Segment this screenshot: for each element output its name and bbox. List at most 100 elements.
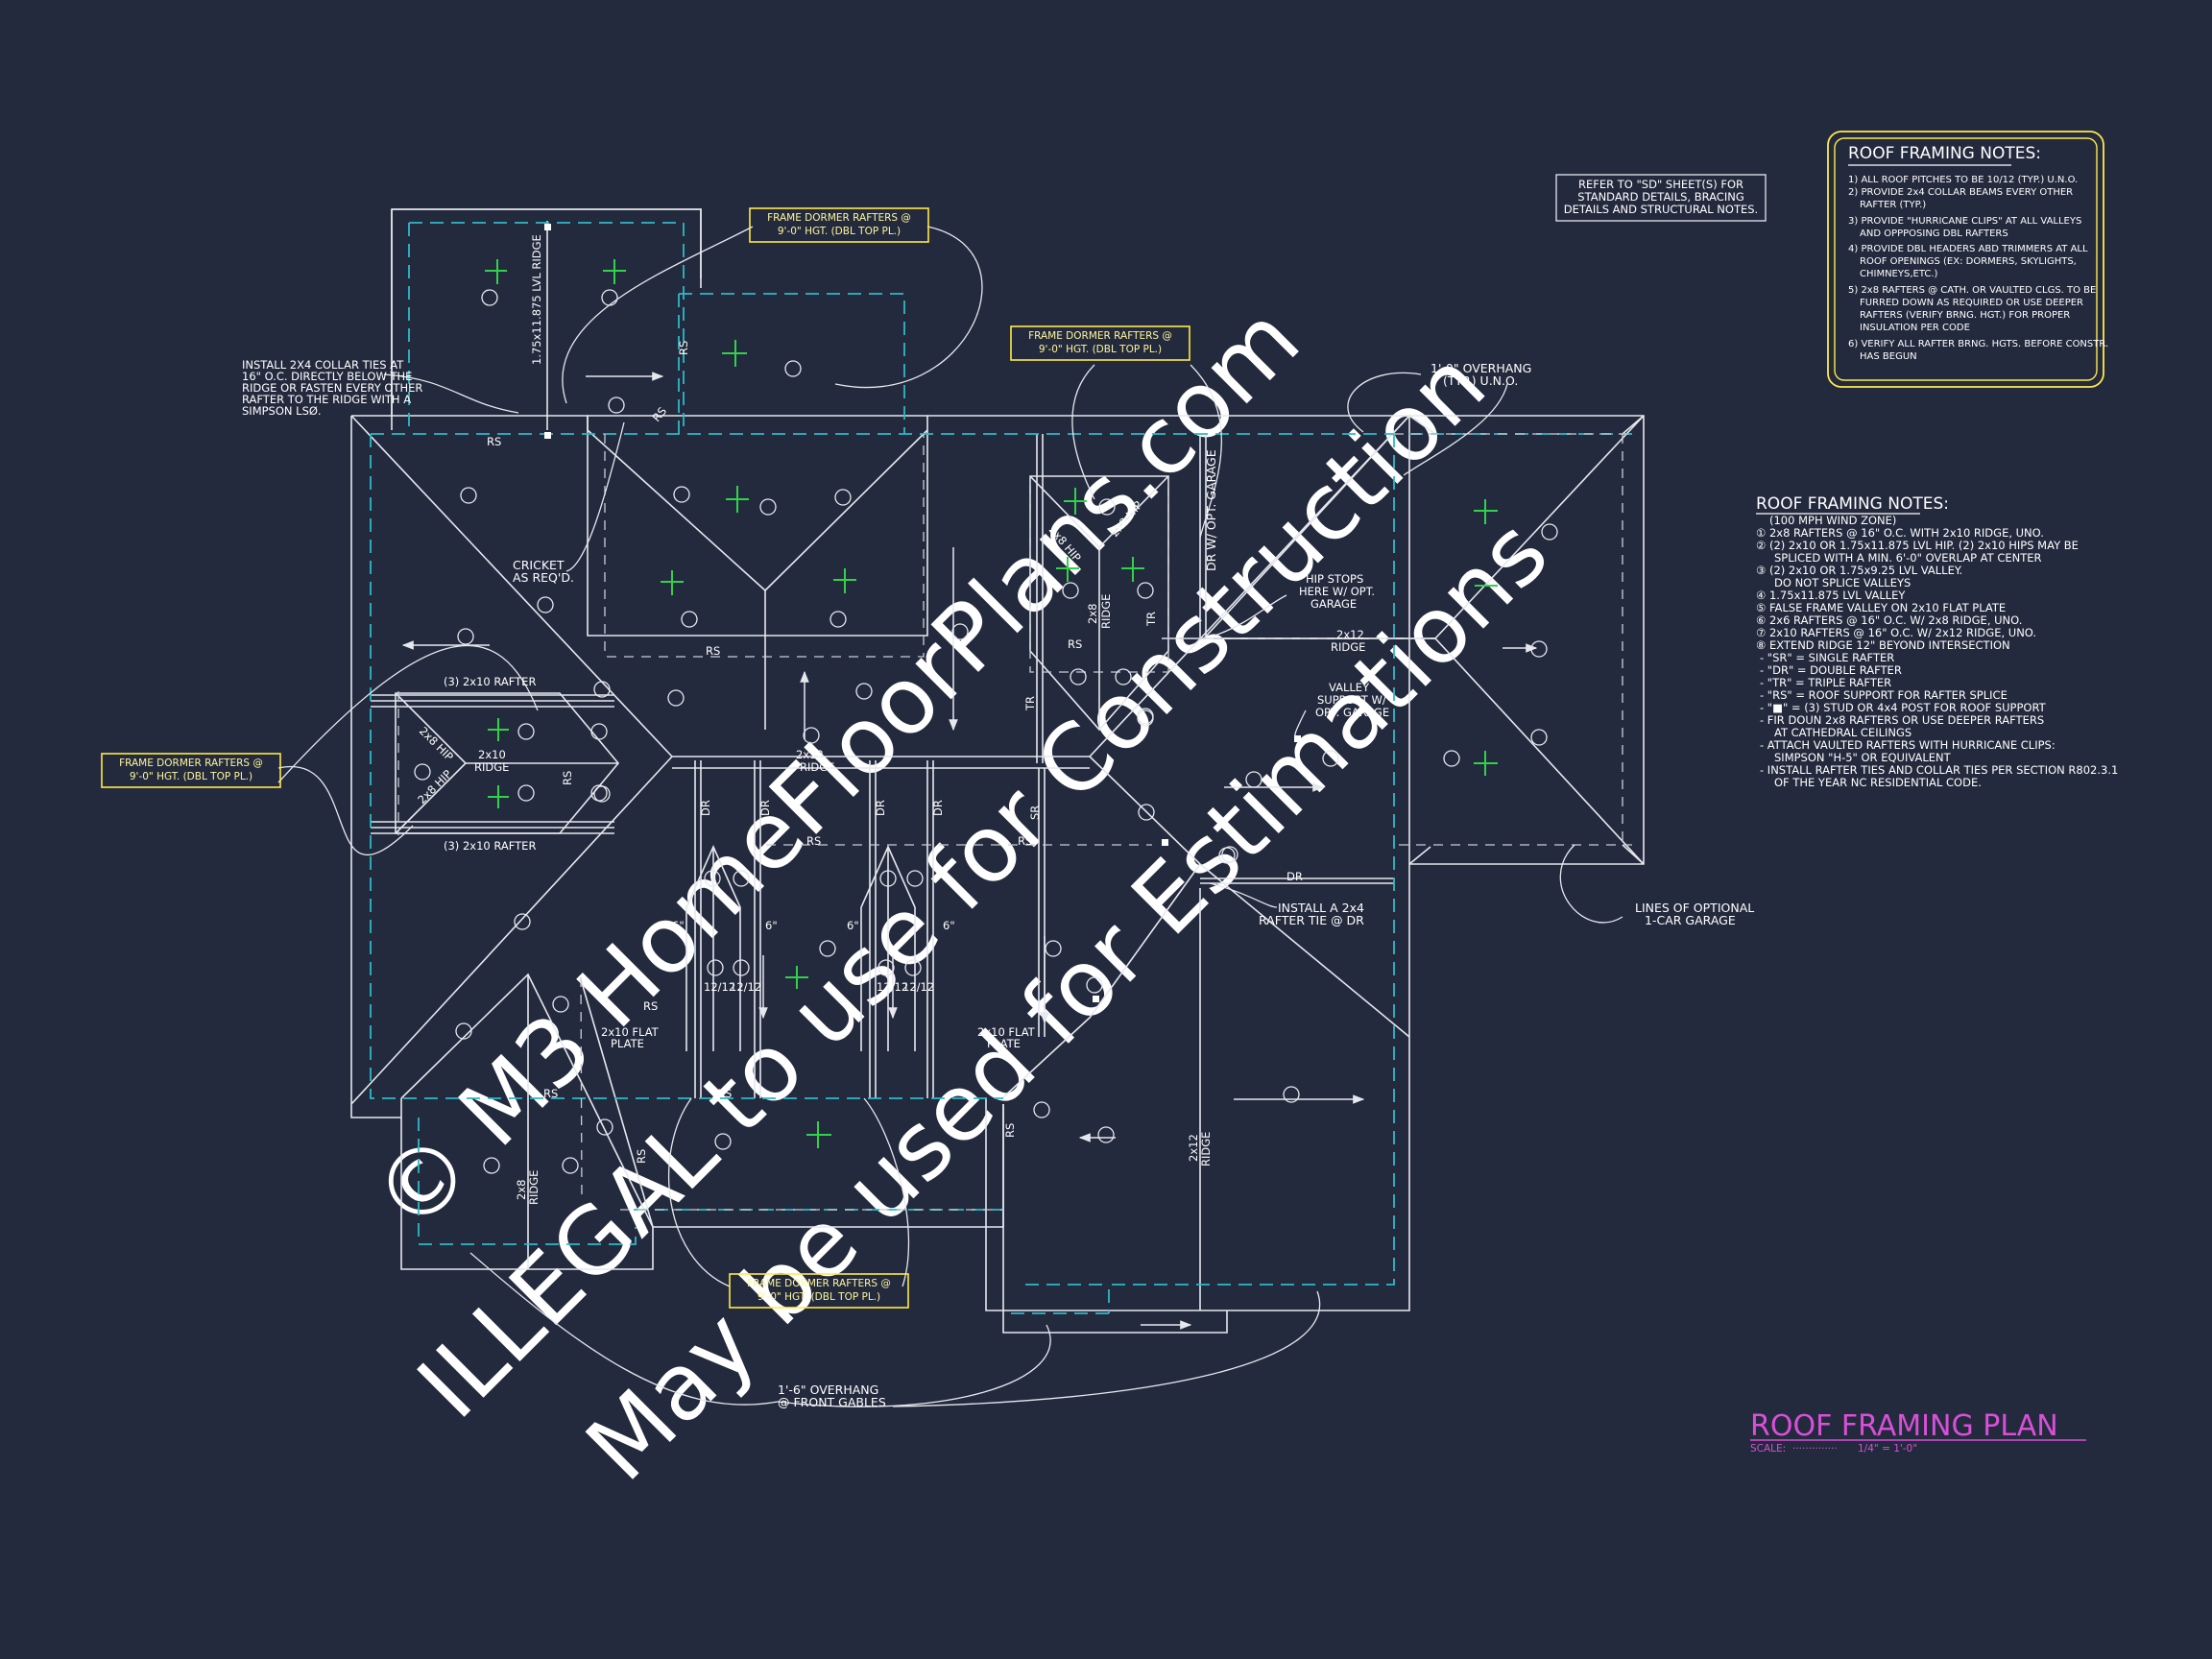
dormer-tag-left-line-1: FRAME DORMER RAFTERS @: [119, 757, 263, 769]
notes-box-line-14: HAS BEGUN: [1860, 351, 1917, 362]
dr-label-5: DR: [1286, 870, 1303, 883]
notes-list-line-14: - "TR" = TRIPLE RAFTER: [1760, 676, 1891, 689]
flat-plate-left-line-1: 2x10 FLAT: [601, 1025, 660, 1039]
notes-list-line-19: - ATTACH VAULTED RAFTERS WITH HURRICANE …: [1760, 738, 2056, 752]
cricket-line-2: AS REQ'D.: [513, 570, 574, 585]
rs-label-11: RS: [561, 771, 574, 785]
notes-list-line-7: ④ 1.75x11.875 LVL VALLEY: [1756, 589, 1906, 602]
valley-support-line-1: VALLEY: [1329, 681, 1370, 694]
notes-list-line-5: ③ (2) 2x10 OR 1.75x9.25 LVL VALLEY.: [1756, 564, 1962, 577]
collar-note-line-3: RIDGE OR FASTEN EVERY OTHER: [242, 381, 422, 395]
notes-list-line-4: SPLICED WITH A MIN. 6'-0" OVERLAP AT CEN…: [1774, 551, 2042, 565]
dormer-tag-right-line-2: 9'-0" HGT. (DBL TOP PL.): [1039, 344, 1162, 355]
overhang-typ-line-1: 1'-0" OVERHANG: [1431, 361, 1531, 375]
hip-2x8-c: 2x8 HIP: [417, 724, 456, 763]
refer-note: REFER TO "SD" SHEET(S) FOR STANDARD DETA…: [1555, 174, 1767, 222]
notes-list-line-8: ⑤ FALSE FRAME VALLEY ON 2x10 FLAT PLATE: [1756, 601, 2006, 614]
hip-stops-line-3: GARAGE: [1310, 597, 1357, 611]
rs-label-2: RS: [706, 644, 720, 658]
rs-label-10: RS: [650, 404, 670, 424]
dim-6in-a: 6": [672, 919, 685, 932]
dormer-tag-top: FRAME DORMER RAFTERS @ 9'-0" HGT. (DBL T…: [749, 207, 929, 243]
notes-box-line-12: INSULATION PER CODE: [1860, 323, 1970, 333]
support-posts: [544, 224, 1301, 1002]
notes-box-line-8: CHIMNEYS,ETC.): [1860, 269, 1938, 279]
lvl-ridge-label: 1.75x11.875 LVL RIDGE: [530, 234, 543, 365]
hidden-lines: [397, 433, 1632, 1211]
flat-plate-left-line-2: PLATE: [611, 1037, 644, 1050]
rs-label-7: RS: [717, 1087, 732, 1100]
rs-label-3: RS: [806, 834, 821, 848]
title-block: ROOF FRAMING PLAN SCALE: ·············· …: [1750, 1409, 2086, 1455]
dormer-tag-right-line-1: FRAME DORMER RAFTERS @: [1028, 330, 1172, 342]
pitch-12-12-d: 12/12: [902, 980, 934, 994]
hip-stops-line-2: HERE W/ OPT.: [1299, 585, 1375, 598]
plan-title: ROOF FRAMING PLAN: [1750, 1409, 2058, 1443]
scale-value: 1/4" = 1'-0": [1858, 1443, 1917, 1455]
notes-box-line-9: 5) 2x8 RAFTERS @ CATH. OR VAULTED CLGS. …: [1848, 285, 2096, 296]
collar-note-line-1: INSTALL 2X4 COLLAR TIES AT: [242, 358, 404, 372]
notes-box-line-13: 6) VERIFY ALL RAFTER BRNG. HGTS. BEFORE …: [1848, 339, 2108, 349]
notes-list-line-13: - "DR" = DOUBLE RAFTER: [1760, 663, 1902, 677]
rs-label-5: RS: [643, 999, 658, 1013]
ridge-2x10-bottom: RIDGE: [474, 760, 509, 774]
dim-6in-d: 6": [943, 919, 955, 932]
dormer-tag-left-line-2: 9'-0" HGT. (DBL TOP PL.): [130, 771, 252, 782]
notes-list-line-2: ① 2x8 RAFTERS @ 16" O.C. WITH 2x10 RIDGE…: [1756, 526, 2044, 540]
notes-list-line-11: ⑧ EXTEND RIDGE 12" BEYOND INTERSECTION: [1756, 638, 2010, 652]
overhang-typ-line-2: (TYP.) U.N.O.: [1443, 373, 1518, 388]
notes-box-line-4: 3) PROVIDE "HURRICANE CLIPS" AT ALL VALL…: [1848, 216, 2081, 227]
valley-support-line-3: OPT. GARAGE: [1315, 706, 1389, 719]
pitch-12-12-c: 12/12: [877, 980, 908, 994]
notes-box-line-3: RAFTER (TYP.): [1860, 200, 1926, 210]
hip-stops-line-1: HIP STOPS: [1306, 572, 1363, 586]
dormer-tag-right: FRAME DORMER RAFTERS @ 9'-0" HGT. (DBL T…: [1010, 325, 1190, 361]
notes-box: ROOF FRAMING NOTES: 1) ALL ROOF PITCHES …: [1827, 131, 2108, 388]
dormer-tag-left: FRAME DORMER RAFTERS @ 9'-0" HGT. (DBL T…: [101, 753, 281, 788]
tr-label-2: TR: [1144, 612, 1158, 627]
watermark-line-2: ILLEGAL to use for Construction: [397, 330, 1506, 1439]
ridge-2x12-rear-a: 2x12: [1187, 1134, 1200, 1162]
notes-list-title: ROOF FRAMING NOTES:: [1756, 494, 1949, 514]
dormer-tag-top-line-2: 9'-0" HGT. (DBL TOP PL.): [778, 226, 901, 237]
valley-support-line-2: SUPPORT W/: [1317, 693, 1386, 707]
notes-box-line-7: ROOF OPENINGS (EX: DORMERS, SKYLIGHTS,: [1860, 256, 2077, 267]
notes-list-line-21: - INSTALL RAFTER TIES AND COLLAR TIES PE…: [1760, 763, 2118, 777]
leader-lines: [277, 226, 1623, 1407]
notes-list: ROOF FRAMING NOTES: (100 MPH WIND ZONE) …: [1756, 494, 2118, 789]
notes-list-line-22: OF THE YEAR NC RESIDENTIAL CODE.: [1774, 776, 1982, 789]
rafter-arrows: [401, 372, 1538, 1330]
refer-note-line-1: REFER TO "SD" SHEET(S) FOR: [1578, 178, 1743, 191]
optional-garage-line-2: 1-CAR GARAGE: [1645, 913, 1736, 927]
rs-label-8: RS: [1068, 637, 1082, 651]
notes-list-line-12: - "SR" = SINGLE RAFTER: [1760, 651, 1894, 664]
notes-list-line-20: SIMPSON "H-5" OR EQUIVALENT: [1774, 751, 1952, 764]
notes-list-line-16: - "■" = (3) STUD OR 4x4 POST FOR ROOF SU…: [1760, 701, 2047, 714]
rs-label-13: RS: [1003, 1123, 1017, 1138]
rafter-tie-line-1: INSTALL A 2x4: [1278, 901, 1364, 915]
notes-box-line-6: 4) PROVIDE DBL HEADERS ABD TRIMMERS AT A…: [1848, 244, 2088, 254]
ridge-2x8-right-a: 2x8: [1086, 604, 1099, 624]
hip-2x8-d: 2x8 HIP: [415, 767, 454, 806]
notes-box-line-11: RAFTERS (VERIFY BRNG. HGT.) FOR PROPER: [1860, 310, 2070, 321]
notes-list-line-1: (100 MPH WIND ZONE): [1769, 514, 1896, 527]
collar-note-line-2: 16" O.C. DIRECTLY BELOW THE: [242, 370, 412, 383]
dormer-tag-bottom-line-1: FRAME DORMER RAFTERS @: [747, 1278, 891, 1289]
flat-plate-right-line-2: PLATE: [987, 1037, 1021, 1050]
optional-garage-line-1: LINES OF OPTIONAL: [1635, 901, 1754, 915]
wall-lines: [370, 222, 1632, 1314]
roof-outline: [350, 208, 1645, 1334]
pitch-symbols: [485, 259, 1498, 1148]
ridge-2x8-left-b: RIDGE: [527, 1170, 541, 1205]
rafter-3-top: (3) 2x10 RAFTER: [444, 675, 536, 688]
ridge-2x8-right-b: RIDGE: [1099, 594, 1113, 629]
dr-label-4: DR: [931, 800, 945, 816]
rafter-3-bottom: (3) 2x10 RAFTER: [444, 839, 536, 853]
rs-label-9: RS: [677, 341, 690, 355]
notes-box-line-2: 2) PROVIDE 2x4 COLLAR BEAMS EVERY OTHER: [1848, 187, 2073, 198]
notes-box-title: ROOF FRAMING NOTES:: [1848, 144, 2041, 163]
ridge-2x12-rear-b: RIDGE: [1199, 1132, 1213, 1166]
dr-label-3: DR: [874, 800, 887, 816]
flat-plate-right-line-1: 2x10 FLAT: [977, 1025, 1036, 1039]
